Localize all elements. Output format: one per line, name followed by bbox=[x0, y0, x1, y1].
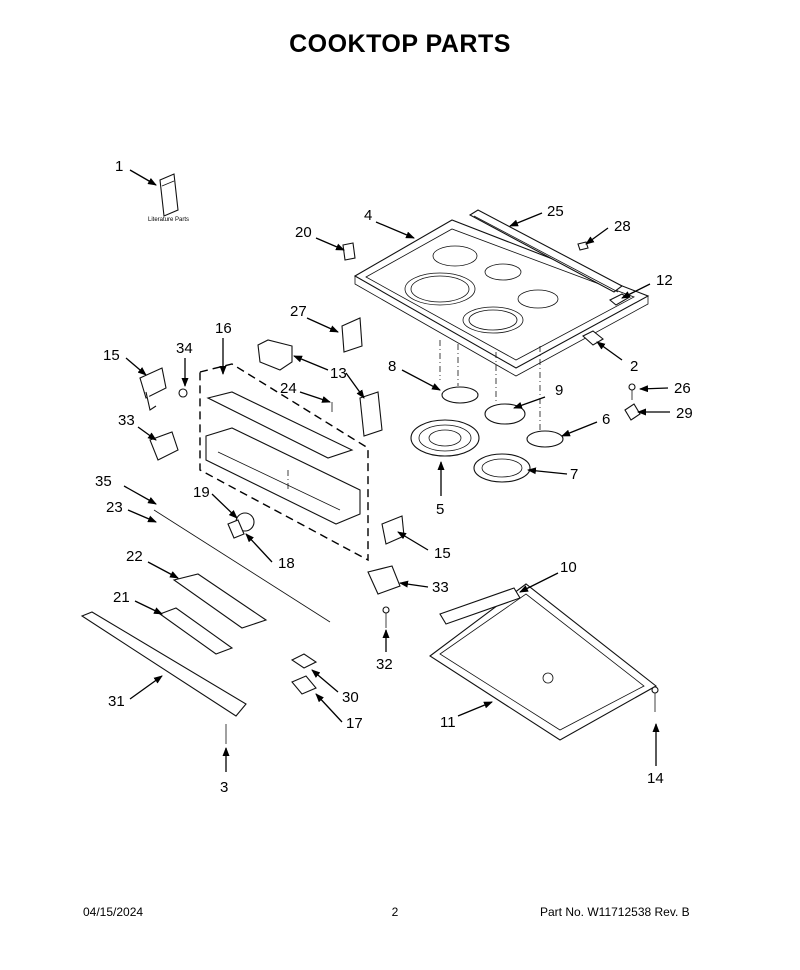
small-parts bbox=[178, 241, 641, 421]
callout-20: 20 bbox=[295, 224, 312, 241]
callout-30: 30 bbox=[342, 689, 359, 706]
control-boards bbox=[80, 509, 390, 744]
callout-8: 8 bbox=[388, 358, 396, 375]
callout-35: 35 bbox=[95, 473, 112, 490]
leader-lines bbox=[123, 169, 670, 772]
rear-trim bbox=[468, 209, 624, 293]
callout-33-right: 33 bbox=[432, 579, 449, 596]
callout-7: 7 bbox=[570, 466, 578, 483]
callout-4: 4 bbox=[364, 207, 372, 224]
callout-1: 1 bbox=[115, 158, 123, 175]
callout-34: 34 bbox=[176, 340, 193, 357]
callout-10: 10 bbox=[560, 559, 577, 576]
callout-19: 19 bbox=[193, 484, 210, 501]
callout-12: 12 bbox=[656, 272, 673, 289]
callout-15-left: 15 bbox=[103, 347, 120, 364]
callout-numbers: 1 2 3 4 5 6 7 8 9 10 11 12 13 14 15 15 1… bbox=[95, 158, 693, 796]
burner-elements bbox=[410, 386, 564, 483]
footer-page-number: 2 bbox=[391, 905, 399, 919]
literature-label: Literature Parts bbox=[148, 217, 189, 223]
callout-22: 22 bbox=[126, 548, 143, 565]
callout-27: 27 bbox=[290, 303, 307, 320]
control-panel bbox=[199, 363, 369, 562]
callout-2: 2 bbox=[630, 358, 638, 375]
callout-9: 9 bbox=[555, 382, 563, 399]
callout-6: 6 bbox=[602, 411, 610, 428]
footer-part-number: Part No. W11712538 Rev. B bbox=[540, 905, 690, 919]
knob-housing bbox=[290, 653, 318, 695]
cooktop-glass bbox=[353, 219, 650, 377]
callout-13: 13 bbox=[330, 365, 347, 382]
brackets bbox=[139, 317, 405, 595]
callout-3: 3 bbox=[220, 779, 228, 796]
callout-11: 11 bbox=[440, 714, 456, 731]
callout-29: 29 bbox=[676, 405, 693, 422]
callout-5: 5 bbox=[436, 501, 444, 518]
callout-28: 28 bbox=[614, 218, 631, 235]
base-pan bbox=[429, 583, 659, 741]
callout-15-right: 15 bbox=[434, 545, 451, 562]
page-title: COOKTOP PARTS bbox=[289, 30, 511, 58]
callout-24: 24 bbox=[280, 380, 297, 397]
callout-23: 23 bbox=[106, 499, 123, 516]
callout-26: 26 bbox=[674, 380, 691, 397]
callout-16: 16 bbox=[215, 320, 232, 337]
callout-17: 17 bbox=[346, 715, 363, 732]
literature-parts: Literature Parts bbox=[148, 173, 189, 223]
assembly-guides bbox=[287, 340, 541, 492]
callout-18: 18 bbox=[278, 555, 295, 572]
callout-14: 14 bbox=[647, 770, 664, 787]
footer-date: 04/15/2024 bbox=[83, 905, 144, 919]
callout-32: 32 bbox=[376, 656, 393, 673]
callout-21: 21 bbox=[113, 589, 130, 606]
callout-25: 25 bbox=[547, 203, 564, 220]
callout-31: 31 bbox=[108, 693, 125, 710]
callout-33-left: 33 bbox=[118, 412, 135, 429]
